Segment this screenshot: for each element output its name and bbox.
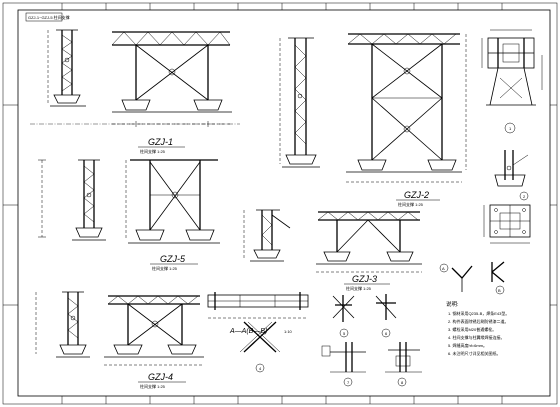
border-grid-ticks [3,3,557,404]
note-4: 4. 柱间支撑与柱翼缘焊接连接。 [448,334,504,340]
detail-bubble-1-text: 1 [509,126,512,131]
gzj-1-subtitle: 柱间支撑 1:25 [140,148,166,154]
angle-section-details [451,261,505,292]
detail-cross-brace [239,321,281,353]
gzj-3-side-view [243,209,291,262]
section-bubble-b-text: B [498,288,501,293]
note-5: 5. 焊缝高度hf=6mm。 [448,342,487,348]
gzj-5-side-view [38,159,106,241]
gzj-4-subtitle: 柱间支撑 1:25 [140,383,166,389]
gzj-5-frame [125,159,220,244]
detail-bubble-2-text: 2 [523,194,526,199]
gzj-4-side-view [35,291,90,358]
inner-border [17,9,551,397]
gzj-2-label: GZJ-2 [404,190,429,200]
detail-6-gusset [375,294,397,320]
gzj-1-side-view [47,29,86,107]
note-2: 2. 构件表面除锈后刷防锈漆二道。 [448,318,508,324]
detail-bubble-1 [504,122,516,134]
detail-bubble-7 [343,377,353,387]
section-a-a [207,292,309,319]
gzj-5-label: GZJ-5 [160,254,186,264]
note-1: 1. 钢材采用Q235-B，焊条E43型。 [448,310,509,316]
gzj-2-subtitle: 柱间支撑 1:25 [398,201,424,207]
section-bubble-b [495,285,505,295]
gzj-4-label: GZJ-4 [148,372,173,382]
detail-bubble-2 [519,191,529,201]
detail-bubble-6-text: 6 [385,331,388,336]
section-a-a-label: A—A(B—B) [229,328,267,335]
gzj-5-subtitle: 柱间支撑 1:25 [152,265,178,271]
detail-bubble-5-text: 5 [343,331,346,336]
detail-7-base [321,342,366,373]
detail-bubble-8 [397,377,407,387]
detail-bubble-7-text: 7 [347,380,350,385]
gzj-3-label: GZJ-3 [352,274,377,284]
title-block-text: GZJ-1~GZJ-5 柱间支撑 [28,14,70,20]
note-3: 3. 螺栓采用M20普通螺栓。 [448,326,496,332]
detail-2-gusset [494,150,529,187]
section-bubble-a [439,263,449,273]
section-bubble-a-text: A [442,266,445,271]
gzj-1-frame [111,31,232,127]
detail-1-connection [481,29,543,106]
title-block [25,12,63,22]
gzj-4-frame [104,295,204,366]
gzj-2-frame [346,33,467,183]
detail-3-base-plate [483,204,531,244]
detail-bubble-6 [381,328,391,338]
section-a-a-subtitle: 1:10 [284,329,293,334]
detail-bubble-8-text: 8 [401,380,404,385]
note-6: 6. 未注明尺寸详见相关图纸。 [448,350,500,356]
detail-bubble-4 [255,363,265,373]
gzj-2-side-view [279,37,320,168]
gzj-1-label: GZJ-1 [148,137,173,147]
detail-8-base [385,342,422,373]
notes-title: 说明: [446,300,459,308]
gzj-3-subtitle: 柱间支撑 1:25 [346,285,372,291]
gzj-3-frame [316,211,422,273]
detail-bubble-4-text: 4 [259,366,262,371]
detail-bubble-5 [339,328,349,338]
detail-5-gusset [332,295,355,322]
